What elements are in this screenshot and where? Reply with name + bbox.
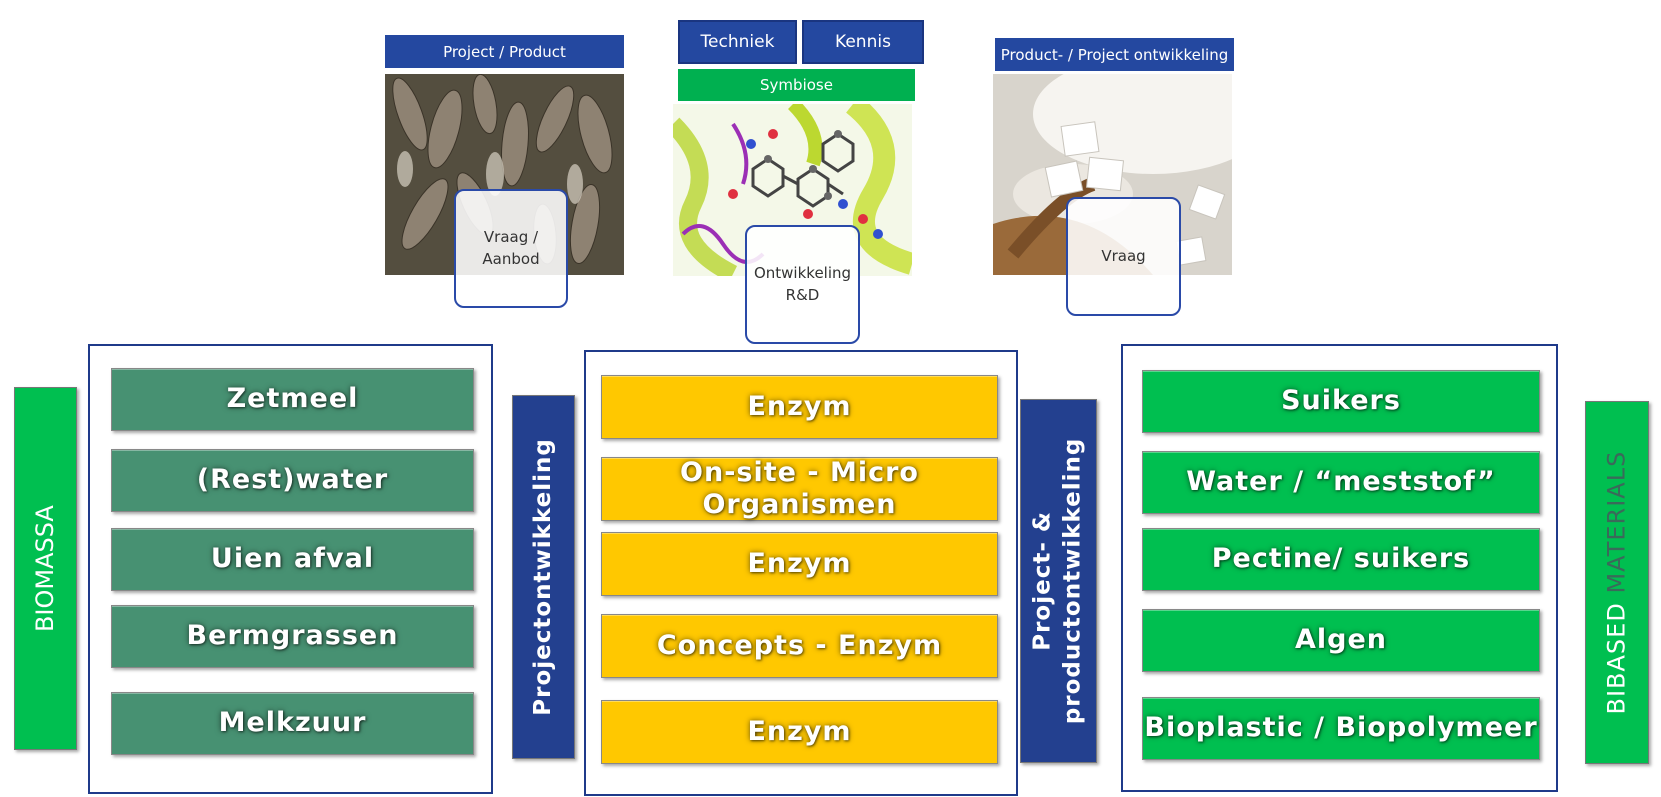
input-item-zetmeel: Zetmeel bbox=[111, 368, 474, 431]
symbiose-header: Symbiose bbox=[678, 69, 915, 101]
process-item-enzym-2: Enzym bbox=[601, 532, 998, 596]
biomassa-bar: BIOMASSA bbox=[14, 387, 77, 750]
ontwikkeling-rd-callout: Ontwikkeling R&D bbox=[745, 225, 860, 344]
bibased-word: BIBASED bbox=[1602, 602, 1631, 715]
vraag-aanbod-callout: Vraag / Aanbod bbox=[454, 189, 568, 308]
output-item-water-meststof: Water / “meststof” bbox=[1142, 451, 1540, 514]
kennis-header: Kennis bbox=[802, 20, 924, 64]
projectontwikkeling-label: Projectontwikkeling bbox=[529, 438, 556, 716]
techniek-header: Techniek bbox=[678, 20, 797, 64]
project-productontwikkeling-line1: Project- & bbox=[1029, 511, 1056, 651]
biomassa-label: BIOMASSA bbox=[30, 505, 59, 632]
input-item-bermgrassen: Bermgrassen bbox=[111, 605, 474, 668]
project-productontwikkeling-line2: productontwikkeling bbox=[1059, 437, 1086, 725]
process-item-micro-organismen: On-site - Micro Organismen bbox=[601, 457, 998, 521]
input-item-restwater: (Rest)water bbox=[111, 449, 474, 512]
output-item-pectine-suikers: Pectine/ suikers bbox=[1142, 528, 1540, 591]
materials-word: MATERIALS bbox=[1602, 450, 1631, 594]
vraag-aanbod-text: Vraag / Aanbod bbox=[482, 227, 540, 268]
input-item-melkzuur: Melkzuur bbox=[111, 692, 474, 755]
product-project-ontwikkeling-header: Product- / Project ontwikkeling bbox=[995, 38, 1234, 71]
input-item-uien-afval: Uien afval bbox=[111, 528, 474, 591]
bibased-materials-label: BIBASED MATERIALS bbox=[1601, 451, 1632, 715]
project-productontwikkeling-label: Project- & productontwikkeling bbox=[1029, 438, 1089, 725]
process-item-enzym-1: Enzym bbox=[601, 375, 998, 439]
projectontwikkeling-bar: Projectontwikkeling bbox=[512, 395, 575, 759]
process-item-enzym-3: Enzym bbox=[601, 700, 998, 764]
output-item-suikers: Suikers bbox=[1142, 370, 1540, 433]
vraag-callout: Vraag bbox=[1066, 197, 1181, 316]
ontwikkeling-rd-text: Ontwikkeling R&D bbox=[753, 263, 852, 304]
output-item-algen: Algen bbox=[1142, 609, 1540, 672]
bibased-materials-bar: BIBASED MATERIALS bbox=[1585, 401, 1649, 764]
output-item-bioplastic-biopolymeer: Bioplastic / Biopolymeer bbox=[1142, 697, 1540, 760]
project-productontwikkeling-bar: Project- & productontwikkeling bbox=[1020, 399, 1097, 763]
process-item-concepts-enzym: Concepts - Enzym bbox=[601, 614, 998, 678]
project-product-header: Project / Product bbox=[385, 35, 624, 68]
vraag-text: Vraag bbox=[1101, 246, 1146, 265]
